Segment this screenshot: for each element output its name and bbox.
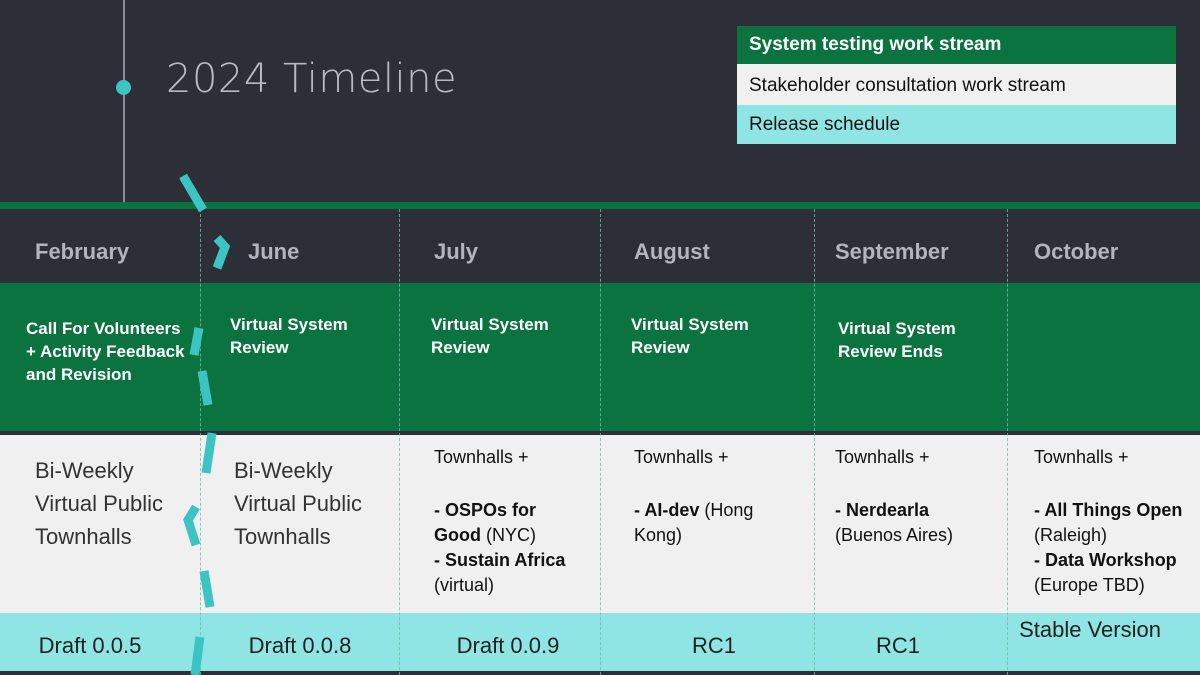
event-name: - Data Workshop: [1034, 550, 1177, 570]
event-name: - Sustain Africa: [434, 550, 566, 570]
stakeholder-aug: Townhalls + - AI-dev (Hong Kong): [634, 445, 784, 548]
stakeholder-sep: Townhalls + - Nerdearla (Buenos Aires): [835, 445, 985, 548]
event-name: - All Things Open: [1034, 500, 1183, 520]
event-location: (Hong Kong): [634, 500, 754, 545]
event-item: - OSPOs for Good (NYC): [434, 498, 584, 548]
event-location: (Raleigh): [1034, 525, 1108, 545]
event-location: (virtual): [434, 575, 495, 595]
header-divider: [0, 202, 1200, 209]
legend-stakeholder-consultation: Stakeholder consultation work stream: [737, 64, 1176, 105]
month-february: February: [35, 239, 130, 264]
column-divider: [200, 209, 201, 675]
legend-release-schedule: Release schedule: [737, 105, 1176, 144]
column-divider: [600, 209, 601, 675]
stakeholder-oct: Townhalls + - All Things Open (Raleigh) …: [1034, 445, 1194, 598]
release-jul: Draft 0.0.9: [456, 633, 560, 658]
event-location: (Buenos Aires): [835, 525, 954, 545]
townhalls-label: Townhalls +: [434, 447, 529, 467]
event-location: (Europe TBD): [1034, 575, 1145, 595]
month-july: July: [434, 239, 479, 264]
release-jun: Draft 0.0.8: [248, 633, 352, 658]
release-feb: Draft 0.0.5: [38, 633, 142, 658]
event-item: - AI-dev (Hong Kong): [634, 498, 784, 548]
system-sep: Virtual System Review Ends: [838, 319, 956, 361]
month-june: June: [248, 239, 300, 264]
system-aug: Virtual System Review: [631, 315, 749, 357]
townhalls-label: Townhalls +: [1034, 447, 1129, 467]
system-jul: Virtual System Review: [431, 315, 549, 357]
event-name: - AI-dev: [634, 500, 700, 520]
townhalls-label: Townhalls +: [835, 447, 930, 467]
column-divider: [814, 209, 815, 675]
event-name: - Nerdearla: [835, 500, 930, 520]
release-sep: RC1: [875, 633, 920, 658]
stakeholder-jun: Bi-Weekly Virtual Public Townhalls: [234, 458, 362, 549]
column-divider: [1007, 209, 1008, 675]
event-name: - OSPOs for Good: [434, 500, 537, 545]
system-feb: Call For Volunteers + Activity Feedback …: [26, 319, 185, 384]
release-aug: RC1: [691, 633, 736, 658]
event-item: - Sustain Africa (virtual): [434, 548, 584, 598]
system-jun: Virtual System Review: [230, 315, 348, 357]
event-location: (NYC): [481, 525, 536, 545]
legend-system-testing: System testing work stream: [737, 26, 1176, 64]
month-august: August: [634, 239, 710, 264]
event-item: - Nerdearla (Buenos Aires): [835, 498, 985, 548]
release-oct: Stable Version: [1019, 617, 1161, 642]
event-item: - Data Workshop (Europe TBD): [1034, 548, 1194, 598]
month-september: September: [835, 239, 949, 264]
timeline-dot: [116, 80, 131, 95]
column-divider: [399, 209, 400, 675]
townhalls-label: Townhalls +: [634, 447, 729, 467]
event-item: - All Things Open (Raleigh): [1034, 498, 1194, 548]
stakeholder-feb: Bi-Weekly Virtual Public Townhalls: [35, 458, 163, 549]
stakeholder-jul: Townhalls + - OSPOs for Good (NYC) - Sus…: [434, 445, 584, 598]
legend: System testing work stream Stakeholder c…: [737, 26, 1176, 144]
month-october: October: [1034, 239, 1119, 264]
page-title: 2024 Timeline: [166, 56, 458, 102]
